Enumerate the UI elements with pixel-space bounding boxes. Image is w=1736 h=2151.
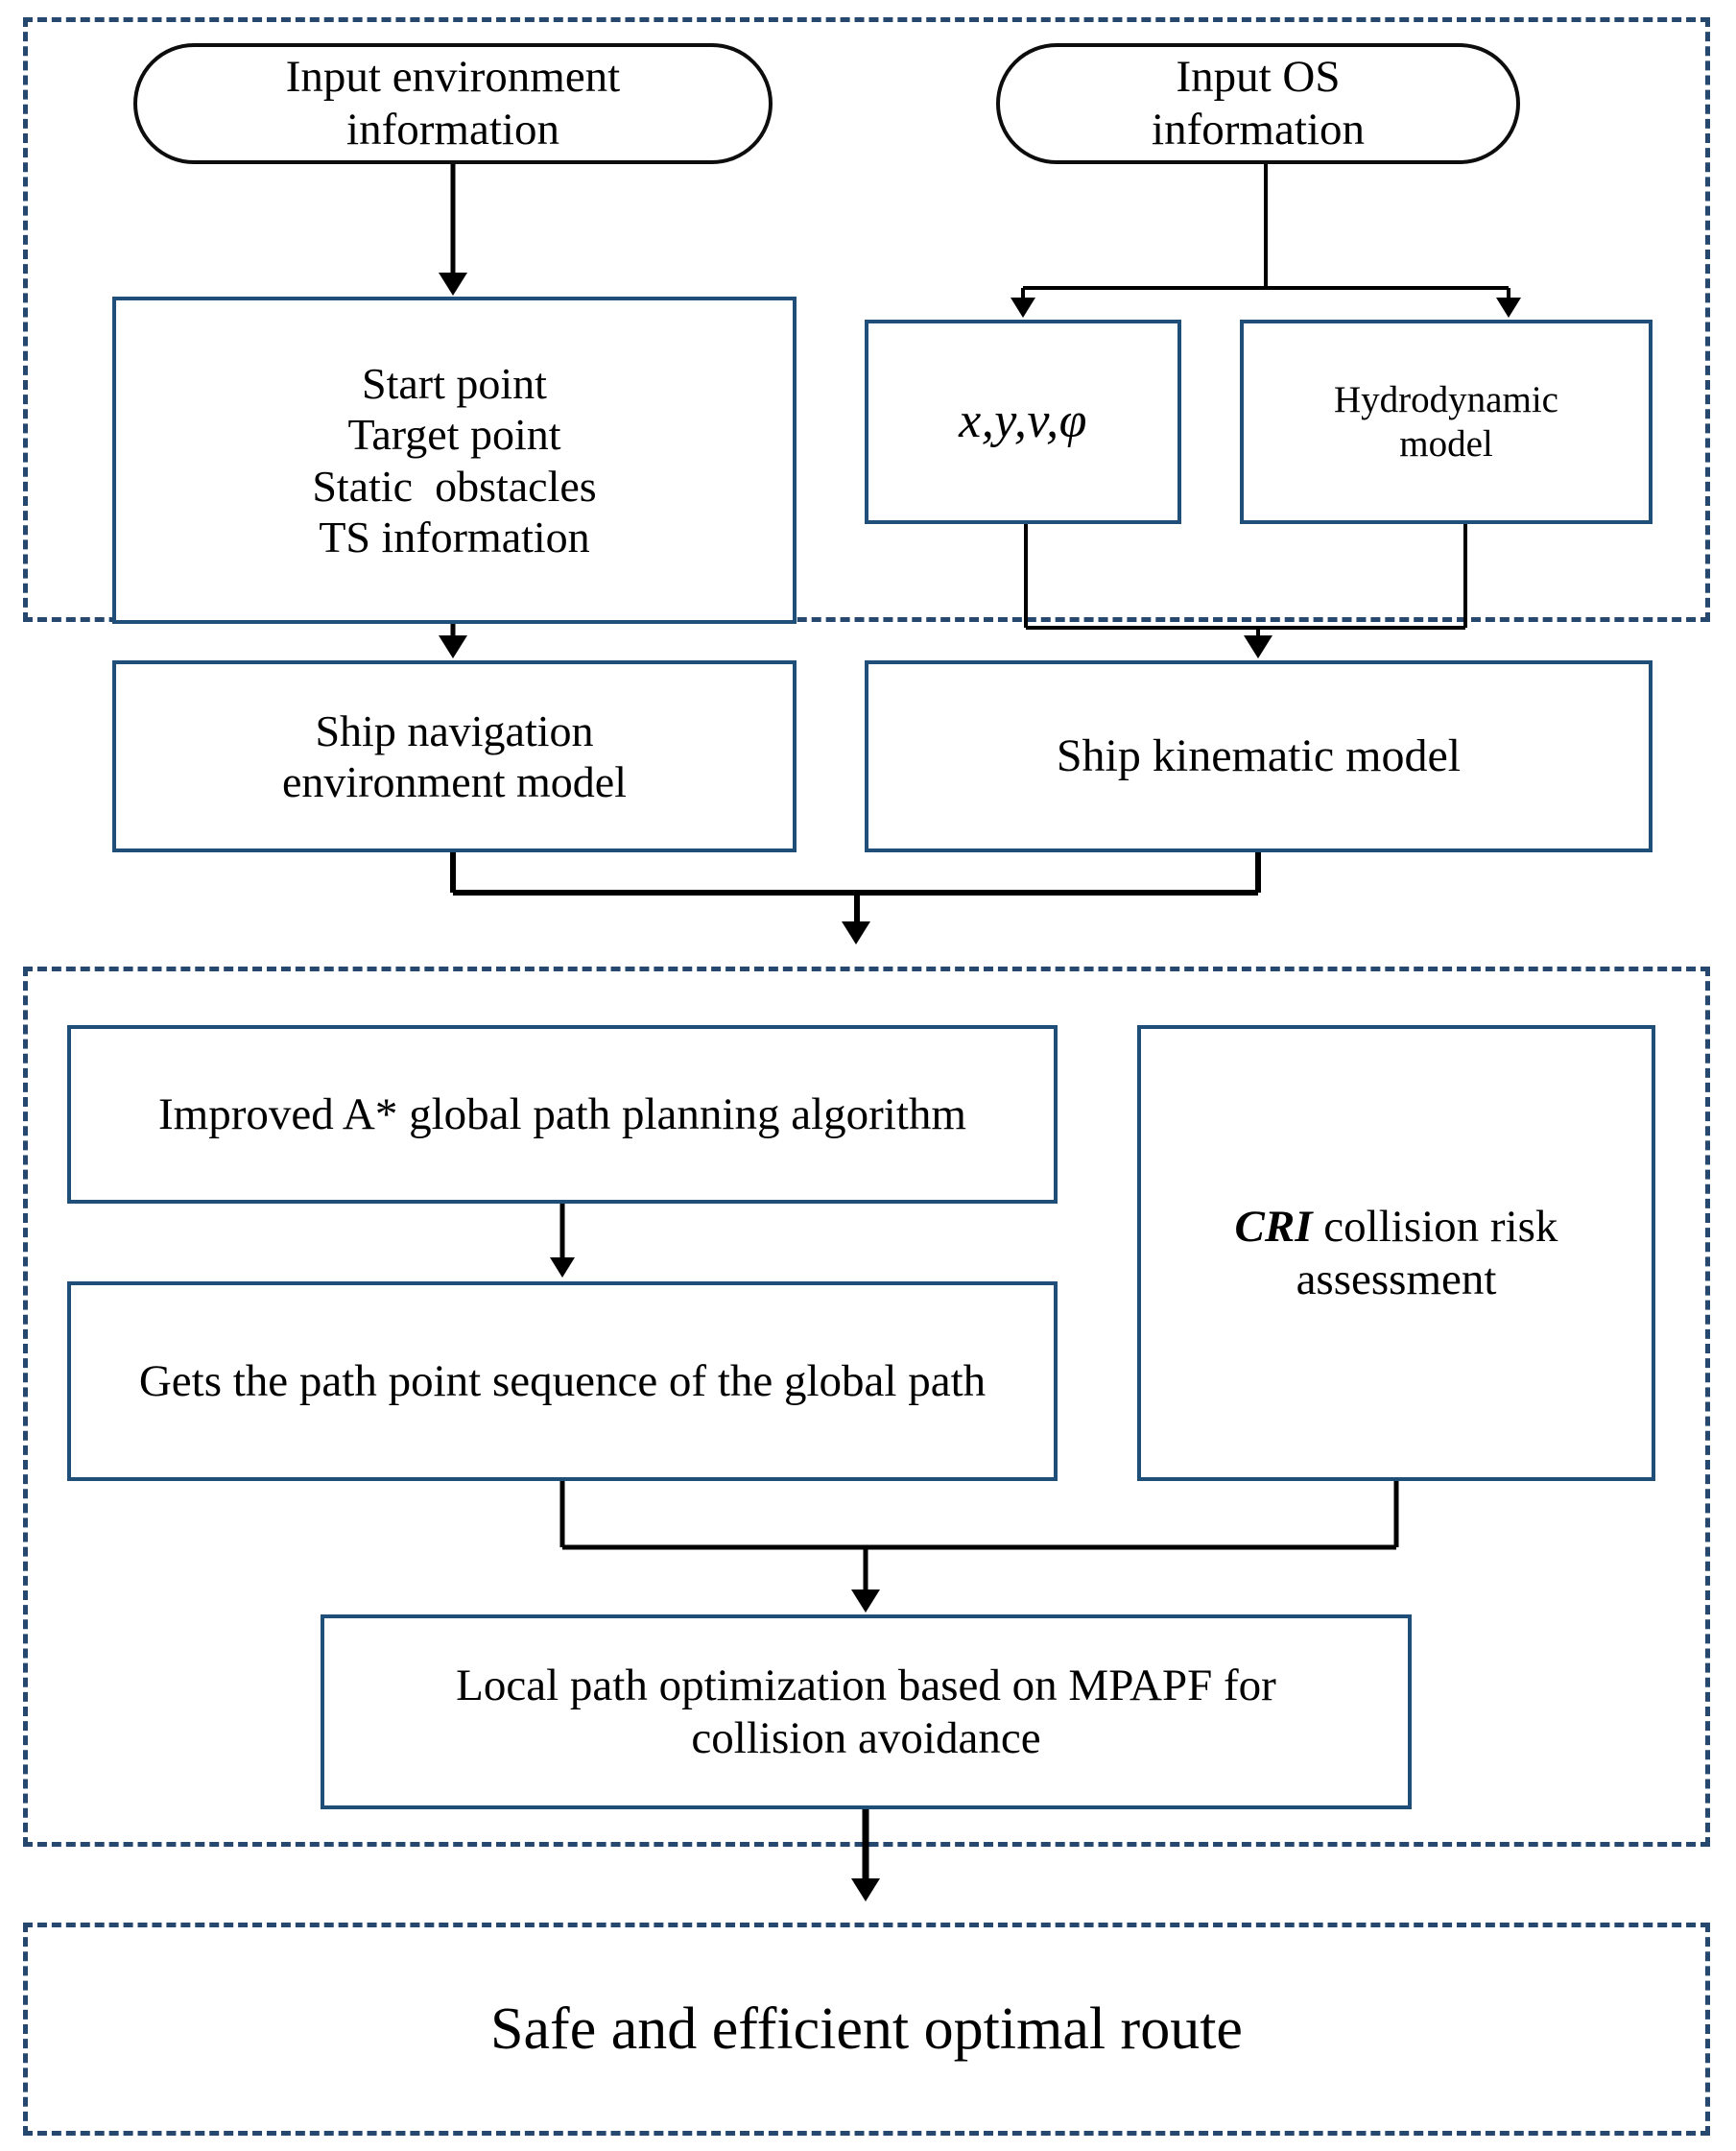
arrowhead-to-hydrodynamic-model bbox=[1496, 298, 1521, 318]
node-ship-navigation-environment-model[interactable]: Ship navigation environment model bbox=[112, 660, 797, 852]
node-os-state-vector[interactable]: x,y,v,φ bbox=[865, 320, 1181, 524]
arrowhead-to-output-stage bbox=[851, 1878, 880, 1901]
node-path-point-sequence[interactable]: Gets the path point sequence of the glob… bbox=[67, 1281, 1058, 1481]
terminator-input-environment-information-label: Input environment information bbox=[285, 51, 621, 155]
node-local-path-optimization-mpapf-label: Local path optimization based on MPAPF f… bbox=[456, 1660, 1276, 1763]
node-os-state-vector-label: x,y,v,φ bbox=[959, 394, 1087, 449]
terminator-input-os-information[interactable]: Input OS information bbox=[996, 43, 1520, 164]
node-cri-collision-risk-assessment[interactable]: CRI collision risk assessment bbox=[1137, 1025, 1655, 1481]
node-hydrodynamic-model[interactable]: Hydrodynamic model bbox=[1240, 320, 1653, 524]
terminator-input-os-information-label: Input OS information bbox=[1152, 51, 1365, 155]
arrowhead-to-state-vector bbox=[1011, 298, 1035, 318]
arrowhead-to-path-point-sequence bbox=[550, 1257, 575, 1278]
node-ship-navigation-environment-model-label: Ship navigation environment model bbox=[282, 705, 627, 806]
environment-input-static-obstacles: Static obstacles bbox=[312, 461, 597, 511]
arrowhead-to-ship-kinematic-model bbox=[1244, 635, 1272, 658]
group-environment-and-ship-model-stage bbox=[23, 17, 1710, 622]
node-ship-kinematic-model[interactable]: Ship kinematic model bbox=[865, 660, 1653, 852]
arrowhead-to-nav-model bbox=[439, 635, 467, 658]
node-cri-collision-risk-assessment-label: CRI collision risk assessment bbox=[1171, 1201, 1622, 1305]
environment-input-ts-information: TS information bbox=[319, 512, 590, 562]
arrowhead-to-local-path-optimization bbox=[851, 1589, 880, 1613]
node-local-path-optimization-mpapf[interactable]: Local path optimization based on MPAPF f… bbox=[321, 1614, 1412, 1809]
environment-input-target-point: Target point bbox=[347, 410, 561, 460]
node-environment-inputs[interactable]: Start point Target point Static obstacle… bbox=[112, 297, 797, 624]
node-improved-astar-global-path-planning-label: Improved A* global path planning algorit… bbox=[158, 1088, 966, 1139]
terminator-input-environment-information[interactable]: Input environment information bbox=[133, 43, 773, 164]
environment-input-start-point: Start point bbox=[362, 358, 547, 408]
arrowhead-to-environment-inputs bbox=[439, 273, 467, 296]
arrowhead-to-path-planning-stage bbox=[842, 921, 870, 944]
node-ship-kinematic-model-label: Ship kinematic model bbox=[1056, 730, 1462, 782]
group-output-stage: Safe and efficient optimal route bbox=[23, 1923, 1710, 2136]
cri-description: collision risk assessment bbox=[1296, 1201, 1558, 1304]
cri-acronym: CRI bbox=[1234, 1201, 1313, 1252]
node-improved-astar-global-path-planning[interactable]: Improved A* global path planning algorit… bbox=[67, 1025, 1058, 1204]
node-final-output-label: Safe and efficient optimal route bbox=[490, 1996, 1243, 2062]
node-path-point-sequence-label: Gets the path point sequence of the glob… bbox=[138, 1355, 987, 1406]
node-hydrodynamic-model-label: Hydrodynamic model bbox=[1334, 379, 1558, 465]
